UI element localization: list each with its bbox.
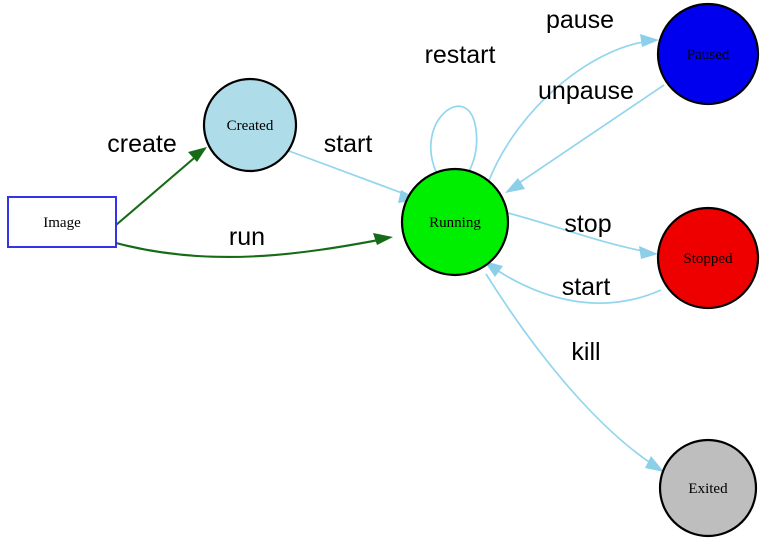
node-exited[interactable]: Exited: [658, 438, 758, 538]
edge-pause-path: [487, 40, 651, 184]
edge-start-created-running: [288, 150, 419, 203]
edge-stop: [507, 212, 658, 259]
edge-label-start-stopped-running: start: [562, 273, 611, 301]
node-created-label: Created: [227, 118, 274, 134]
edge-stop-path: [507, 212, 649, 253]
edge-pause-arrowhead: [640, 34, 659, 47]
node-created-shape[interactable]: [202, 77, 298, 173]
node-stopped-label: Stopped: [683, 251, 733, 267]
node-created[interactable]: Created: [202, 77, 298, 173]
node-exited-label: Exited: [688, 481, 728, 497]
edge-run-arrowhead: [373, 233, 393, 245]
edge-unpause: [505, 84, 665, 193]
edge-run: [115, 233, 393, 259]
node-paused[interactable]: Paused: [656, 2, 760, 106]
edge-label-create: create: [107, 130, 176, 158]
edge-label-run: run: [229, 223, 265, 251]
node-paused-label: Paused: [687, 47, 730, 63]
edge-start2-path: [491, 266, 662, 304]
node-exited-shape[interactable]: [658, 438, 758, 538]
node-image-label: Image: [43, 215, 81, 231]
edge-restart-path: [430, 105, 478, 181]
edge-label-start-created-running: start: [324, 130, 373, 158]
node-paused-shape[interactable]: [656, 2, 760, 106]
node-running-shape[interactable]: [400, 167, 510, 277]
edge-kill-path: [485, 273, 656, 467]
edge-unpause-path: [512, 84, 665, 188]
edge-label-unpause: unpause: [538, 77, 634, 105]
edge-label-restart: restart: [425, 41, 496, 69]
node-image[interactable]: Image: [7, 196, 117, 248]
edge-stop-arrowhead: [639, 246, 658, 259]
node-stopped-shape[interactable]: [656, 206, 760, 310]
edge-pause: [487, 34, 659, 184]
edge-label-pause: pause: [546, 6, 614, 34]
edge-start-stopped-running: [484, 261, 662, 304]
node-image-shape[interactable]: [7, 196, 117, 248]
node-running-label: Running: [429, 215, 481, 231]
node-running[interactable]: Running: [400, 167, 510, 277]
edge-create: [115, 147, 207, 226]
edge-label-stop: stop: [564, 210, 611, 238]
edge-label-kill: kill: [571, 338, 600, 366]
edge-run-path: [115, 237, 385, 259]
edge-kill-arrowhead: [645, 456, 664, 472]
edge-create-arrowhead: [188, 147, 207, 162]
edge-start1-path: [288, 150, 411, 197]
edge-unpause-arrowhead: [505, 178, 525, 193]
edge-kill: [485, 273, 664, 472]
edge-start2-arrowhead: [484, 261, 503, 277]
edge-create-path: [115, 152, 201, 226]
node-stopped[interactable]: Stopped: [656, 206, 760, 310]
